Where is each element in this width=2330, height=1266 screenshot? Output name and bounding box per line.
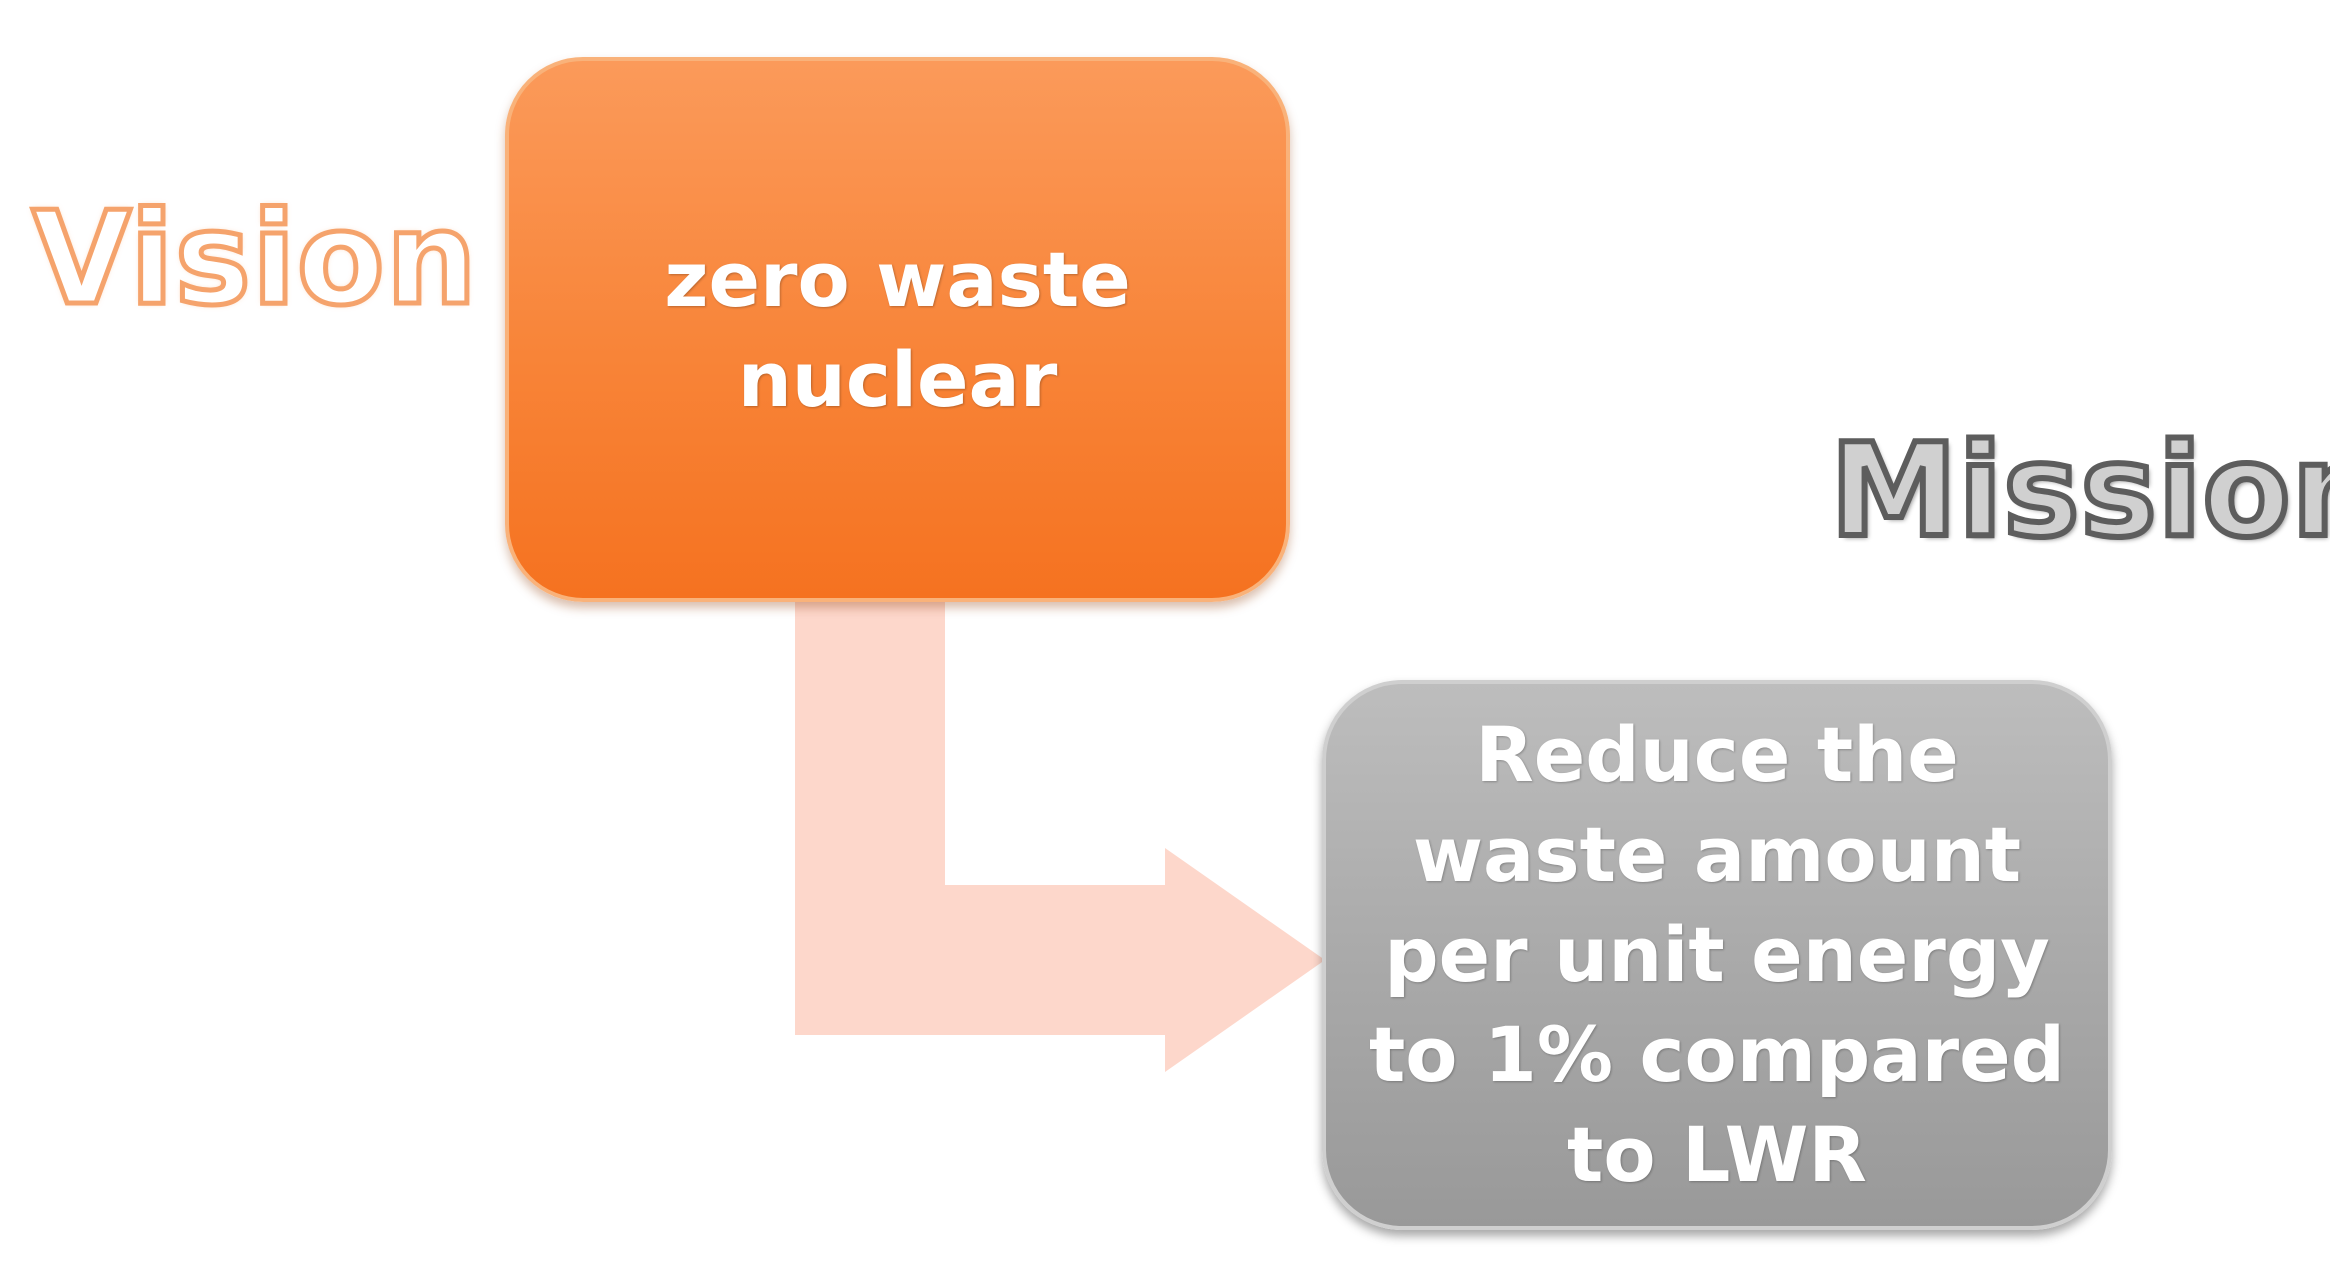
vision-box: zero waste nuclear xyxy=(505,57,1290,602)
vision-label: Vision xyxy=(30,185,480,334)
mission-box-text: Reduce the waste amount per unit energy … xyxy=(1368,710,2066,1199)
bent-arrow-shape xyxy=(795,600,1325,1072)
vision-box-text: zero waste nuclear xyxy=(664,234,1131,424)
mission-label: Mission xyxy=(1827,417,2330,566)
mission-box: Reduce the waste amount per unit energy … xyxy=(1322,680,2112,1230)
